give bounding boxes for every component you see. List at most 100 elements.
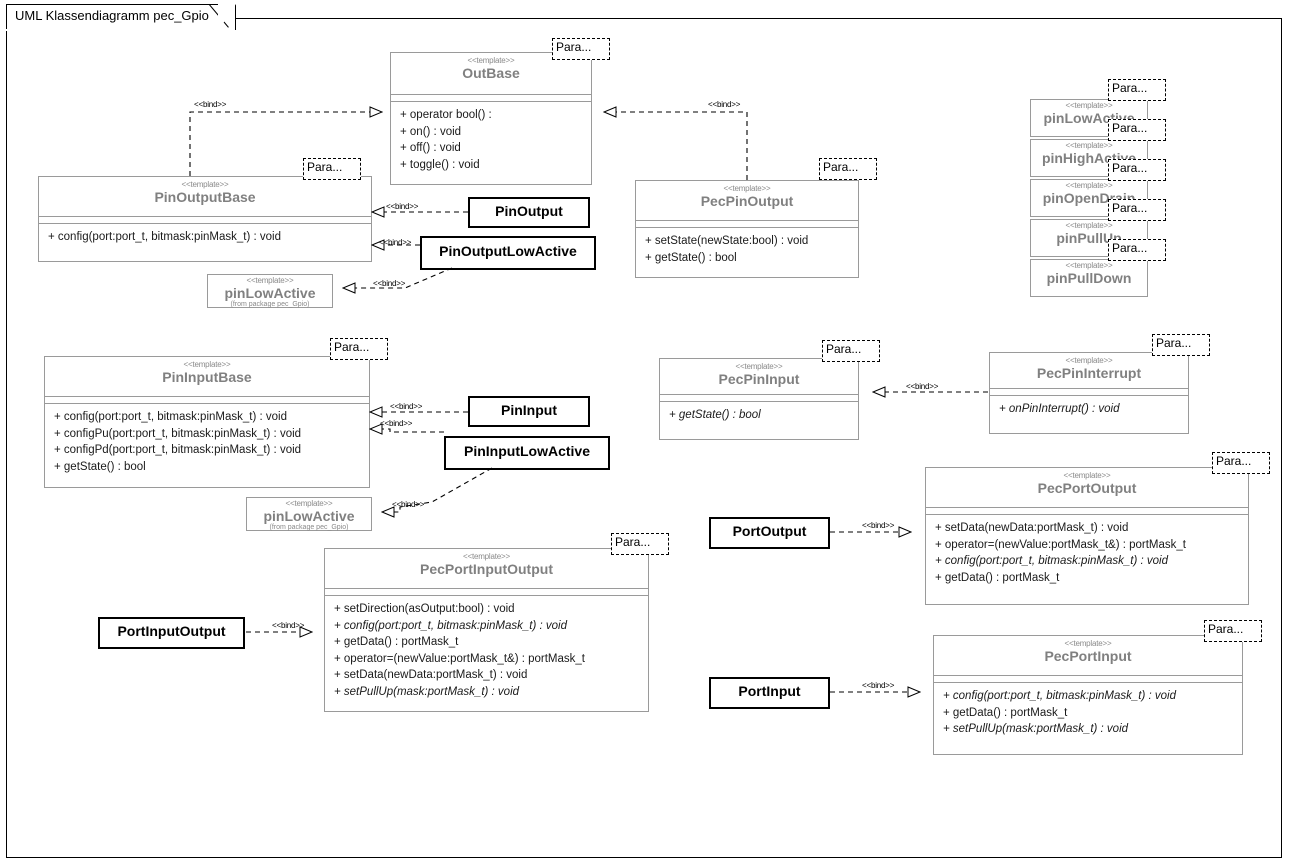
- member: + config(port:port_t, bitmask:pinMask_t)…: [943, 690, 1176, 702]
- class-pecpininterrupt[interactable]: <<template>> PecPinInterrupt + onPinInte…: [989, 352, 1189, 434]
- header-separator: [925, 507, 1249, 508]
- class-portinput[interactable]: PortInput: [709, 677, 830, 709]
- stereotype-label: <<template>>: [1065, 141, 1113, 150]
- template-parameter-box: Para...: [1152, 334, 1210, 356]
- package-note: (from package pec_Gpio): [230, 301, 310, 308]
- header-separator: [324, 588, 649, 589]
- class-members: + config(port:port_t, bitmask:pinMask_t)…: [933, 682, 1243, 738]
- diagram-title-tab: UML Klassendiagramm pec_Gpio: [6, 4, 236, 31]
- class-header: <<template>> PinOutputBase: [38, 176, 372, 208]
- template-parameter-box: Para...: [1108, 239, 1166, 261]
- class-box: [98, 617, 245, 649]
- member: + on() : void: [400, 125, 462, 138]
- bind-label: <<bind>>: [708, 100, 741, 109]
- member: + off() : void: [400, 142, 461, 154]
- class-header: <<template>> pinLowActive (from package …: [246, 497, 372, 535]
- class-members: + config(port:port_t, bitmask:pinMask_t)…: [38, 223, 372, 246]
- class-name: PinOutputLowActive: [439, 243, 577, 259]
- class-pecportinputoutput[interactable]: <<template>> PecPortInputOutput + setDir…: [324, 548, 649, 712]
- class-name: PecPinOutput: [700, 193, 794, 209]
- class-name: PecPinInput: [718, 371, 800, 387]
- class-name: PinInputBase: [162, 369, 252, 385]
- class-pinlowactive-input[interactable]: <<template>> pinLowActive (from package …: [246, 497, 372, 531]
- class-pininput[interactable]: PinInput: [468, 396, 590, 427]
- class-outbase[interactable]: <<template>> OutBase + operator bool() :…: [390, 52, 592, 185]
- class-pinoutputlowactive[interactable]: PinOutputLowActive: [420, 236, 596, 270]
- template-parameter-box: Para...: [552, 38, 610, 60]
- class-box: [246, 497, 372, 531]
- class-box: [925, 467, 1249, 605]
- class-members: + setDirection(asOutput:bool) : void + c…: [324, 595, 649, 700]
- member: + getState() : bool: [669, 409, 761, 421]
- class-pininputlowactive[interactable]: PinInputLowActive: [444, 436, 610, 470]
- class-box: [420, 236, 596, 270]
- template-parameter-box: Para...: [1108, 119, 1166, 141]
- member: + config(port:port_t, bitmask:pinMask_t)…: [334, 619, 567, 632]
- header-separator: [44, 396, 370, 397]
- class-header: <<template>> pinPullUp: [1030, 219, 1148, 249]
- bind-label: <<bind>>: [862, 521, 895, 530]
- class-header: <<template>> pinLowActive (from package …: [207, 274, 333, 312]
- template-parameter-box: Para...: [303, 158, 361, 180]
- class-box: [44, 356, 370, 488]
- class-members: + getState() : bool: [659, 401, 859, 424]
- class-header: PortInput: [709, 677, 830, 702]
- class-name: pinPullDown: [1046, 270, 1132, 286]
- class-pinpulldown-trait[interactable]: <<template>> pinPullDown: [1030, 259, 1148, 297]
- member: + setDirection(asOutput:bool) : void: [334, 603, 515, 615]
- class-name: PinInputLowActive: [464, 443, 590, 459]
- class-pecportoutput[interactable]: <<template>> PecPortOutput + setData(new…: [925, 467, 1249, 605]
- bind-label: <<bind>>: [379, 238, 412, 247]
- bind-label: <<bind>>: [194, 100, 227, 109]
- class-header: PinInputLowActive: [444, 436, 610, 462]
- stereotype-label: <<template>>: [181, 180, 229, 189]
- class-portinputoutput[interactable]: PortInputOutput: [98, 617, 245, 649]
- class-pinpullup-trait[interactable]: <<template>> pinPullUp: [1030, 219, 1148, 257]
- class-header: <<template>> PecPinInterrupt: [989, 352, 1189, 384]
- member: + setState(newState:bool) : void: [645, 235, 809, 247]
- member: + getData() : portMask_t: [943, 706, 1068, 719]
- class-pininputbase[interactable]: <<template>> PinInputBase + config(port:…: [44, 356, 370, 488]
- template-parameter-box: Para...: [611, 533, 669, 555]
- class-header: PinInput: [468, 396, 590, 421]
- class-pinlowactive-output[interactable]: <<template>> pinLowActive (from package …: [207, 274, 333, 308]
- class-box: [659, 358, 859, 440]
- template-parameter-box: Para...: [1108, 79, 1166, 101]
- member: + setData(newData:portMask_t) : void: [935, 522, 1129, 534]
- bind-label: <<bind>>: [380, 419, 413, 428]
- bind-label: <<bind>>: [386, 202, 419, 211]
- bind-label: <<bind>>: [390, 402, 423, 411]
- class-header: PortInputOutput: [98, 617, 245, 642]
- class-box: [709, 517, 830, 549]
- member: + getData() : portMask_t: [334, 636, 459, 648]
- class-pinoutput[interactable]: PinOutput: [468, 197, 590, 228]
- template-parameter-box: Para...: [330, 338, 388, 360]
- bind-label: <<bind>>: [906, 382, 939, 391]
- class-box: [444, 436, 610, 470]
- bind-label: <<bind>>: [373, 279, 406, 288]
- member: + config(port:port_t, bitmask:pinMask_t)…: [48, 231, 281, 243]
- attribute-separator: [659, 401, 859, 402]
- class-name: PinOutputBase: [154, 189, 256, 205]
- class-pecportinput[interactable]: <<template>> PecPortInput + config(port:…: [933, 635, 1243, 755]
- class-portoutput[interactable]: PortOutput: [709, 517, 830, 549]
- template-parameter-box: Para...: [822, 340, 880, 362]
- class-members: + setState(newState:bool) : void + getSt…: [635, 227, 859, 266]
- class-header: PinOutputLowActive: [420, 236, 596, 262]
- template-parameter-box: Para...: [1212, 452, 1270, 474]
- class-box: [989, 352, 1189, 434]
- member: + getState() : bool: [645, 251, 737, 264]
- member: + onPinInterrupt() : void: [999, 403, 1120, 415]
- class-box: [468, 197, 590, 228]
- tab-seam-cover: [6, 29, 220, 31]
- member: + config(port:port_t, bitmask:pinMask_t)…: [54, 411, 287, 423]
- attribute-separator: [635, 227, 859, 228]
- class-members: + setData(newData:portMask_t) : void + o…: [925, 514, 1249, 586]
- class-pinopendrain-trait[interactable]: <<template>> pinOpenDrain: [1030, 179, 1148, 217]
- class-pinoutputbase[interactable]: <<template>> PinOutputBase + config(port…: [38, 176, 372, 262]
- class-name: PortInput: [738, 683, 801, 699]
- attribute-separator: [324, 595, 649, 596]
- class-pecpinoutput[interactable]: <<template>> PecPinOutput + setState(new…: [635, 180, 859, 278]
- class-pecpininput[interactable]: <<template>> PecPinInput + getState() : …: [659, 358, 859, 440]
